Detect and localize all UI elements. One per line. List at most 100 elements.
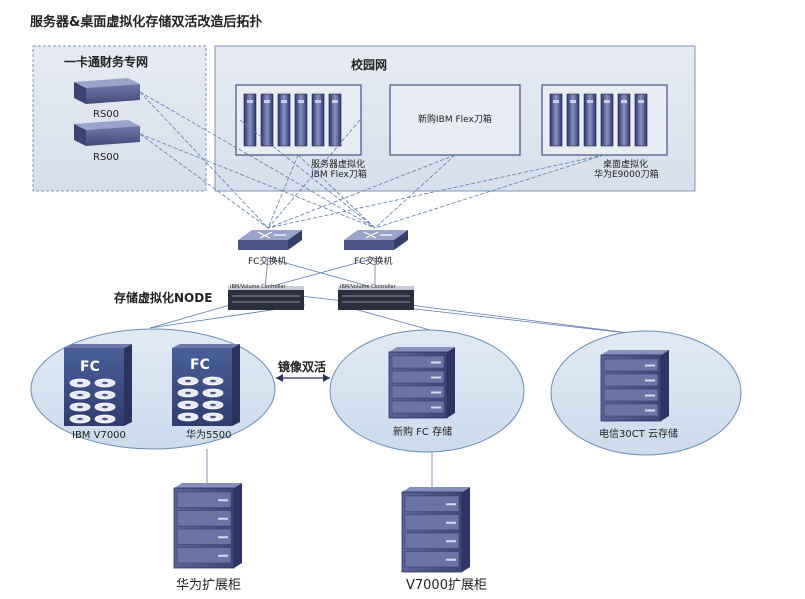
server-virt-blade — [260, 93, 274, 147]
desktop-virt-blade — [600, 93, 614, 147]
disk-hub — [77, 405, 83, 409]
new-fc-rack-unit-handle — [431, 406, 441, 409]
svc-node-2-label: IBM/Volume Controller — [340, 284, 397, 290]
telecom-rack-unit-handle — [645, 394, 655, 397]
desktop-virt-blade — [634, 93, 648, 147]
telecom-rack-unit — [603, 358, 659, 372]
huawei-exp-rack-unit-handle — [218, 536, 228, 539]
finance-network-label: 一卡通财务专网 — [64, 54, 148, 69]
server-virt-blade — [277, 93, 291, 147]
huawei-exp-rack-unit — [176, 510, 232, 527]
v7000-exp-rack-unit-handle — [446, 540, 456, 543]
telecom-rack-top — [601, 350, 669, 355]
disk-hub — [77, 393, 83, 397]
finance-network-panel — [32, 45, 207, 192]
disk-hub — [210, 391, 216, 395]
huawei5500-disks — [177, 376, 224, 422]
v7000-exp-rack-unit-handle — [446, 521, 456, 524]
server-virt-blade — [328, 93, 342, 147]
new-fc-storage-rack — [388, 347, 455, 419]
switch-node-lines — [264, 257, 376, 289]
new-fc-storage-label: 新购 FC 存储 — [393, 425, 452, 438]
new-flex-label: 新购IBM Flex刀箱 — [418, 113, 492, 125]
huawei-exp-rack-unit-handle — [218, 499, 228, 502]
desktop-virt-blade — [583, 93, 597, 147]
server-virt-blade — [243, 93, 257, 147]
telecom-rack-unit — [603, 373, 659, 387]
svc-node-2 — [338, 286, 414, 310]
server-virt-blade-led — [247, 100, 253, 103]
disk-hub — [185, 403, 191, 407]
huawei5500-label: 华为5500 — [186, 428, 231, 441]
telecom-rack-unit — [603, 403, 659, 417]
huawei-exp-rack-top — [174, 483, 242, 488]
huawei-exp-rack-unit-handle — [218, 554, 228, 557]
svc-node-1-label: IBM/Volume Controller — [230, 284, 287, 290]
fc-switch-1-label: FC交换机 — [248, 255, 286, 267]
desktop-virt-blade-led — [553, 100, 559, 103]
huawei-expansion-rack — [173, 483, 242, 569]
desktop-virt-blade-led — [587, 100, 593, 103]
telecom-rack-unit-handle — [645, 409, 655, 412]
svc-node-1 — [228, 286, 304, 310]
v7000-expansion-rack — [401, 487, 470, 573]
disk-hub — [102, 393, 108, 397]
finance-server-2 — [74, 120, 140, 146]
desktop-virt-label-2: 华为E9000刀箱 — [594, 168, 659, 180]
mirror-label: 镜像双活 — [278, 359, 326, 374]
disk-hub — [77, 381, 83, 385]
huawei-exp-rack-side — [234, 483, 242, 568]
new-fc-rack-unit-handle — [431, 376, 441, 379]
disk-hub — [185, 391, 191, 395]
ibm-v7000-array — [64, 344, 132, 426]
huawei-exp-rack-unit — [176, 547, 232, 564]
v7000-exp-rack-unit-handle — [446, 558, 456, 561]
fc-switch-1 — [238, 230, 302, 250]
disk-hub — [210, 415, 216, 419]
desktop-virt-blade-led — [638, 100, 644, 103]
telecom-storage-rack — [600, 350, 669, 422]
new-fc-rack-unit-handle — [431, 391, 441, 394]
huawei-exp-rack-unit — [176, 528, 232, 545]
server-virt-blade-led — [332, 100, 338, 103]
new-flex-chassis — [389, 84, 521, 156]
ibm-v7000-fc-badge: FC — [80, 359, 100, 375]
server-virt-blade-led — [281, 100, 287, 103]
fc-switch-2-label: FC交换机 — [354, 255, 392, 267]
finance-server-2-label: RS00 — [93, 152, 119, 163]
huawei-expansion-label: 华为扩展柜 — [176, 578, 241, 593]
server-virt-blade-led — [315, 100, 321, 103]
telecom-rack-side — [661, 350, 669, 421]
v7000-exp-rack-unit-handle — [446, 503, 456, 506]
desktop-virt-blade-led — [621, 100, 627, 103]
desktop-virt-label-1: 桌面虚拟化 — [603, 158, 648, 170]
new-fc-rack-top — [389, 347, 455, 352]
v7000-expansion-label: V7000扩展柜 — [406, 578, 487, 593]
desktop-virt-blade — [549, 93, 563, 147]
server-virt-label-1: 服务器虚拟化 — [311, 158, 365, 170]
telecom-rack-unit — [603, 388, 659, 402]
diagram-title: 服务器&桌面虚拟化存储双活改造后拓扑 — [30, 14, 262, 30]
fc-switch-2 — [344, 230, 408, 250]
new-fc-rack-unit — [391, 370, 445, 384]
huawei-exp-rack-unit — [176, 491, 232, 508]
node-label: 存储虚拟化NODE — [113, 290, 212, 305]
v7000-exp-rack-unit — [404, 514, 460, 531]
telecom-rack-unit-handle — [645, 364, 655, 367]
v7000-exp-rack-unit — [404, 532, 460, 549]
finance-server-1-label: RS00 — [93, 109, 119, 120]
new-fc-rack-unit — [391, 355, 445, 369]
ibm-v7000-disks — [69, 378, 116, 424]
disk-hub — [102, 405, 108, 409]
huawei5500-array — [172, 344, 240, 426]
server-virt-blade — [294, 93, 308, 147]
server-virt-blade-led — [264, 100, 270, 103]
telecom-storage-label: 电信30CT 云存储 — [599, 427, 678, 440]
new-fc-rack-unit — [391, 400, 445, 414]
telecom-rack-unit-handle — [645, 379, 655, 382]
new-fc-rack-unit — [391, 385, 445, 399]
desktop-virt-blade-led — [570, 100, 576, 103]
huawei-exp-rack-unit-handle — [218, 517, 228, 520]
huawei5500-fc-badge: FC — [190, 357, 210, 373]
server-virt-blade-led — [298, 100, 304, 103]
